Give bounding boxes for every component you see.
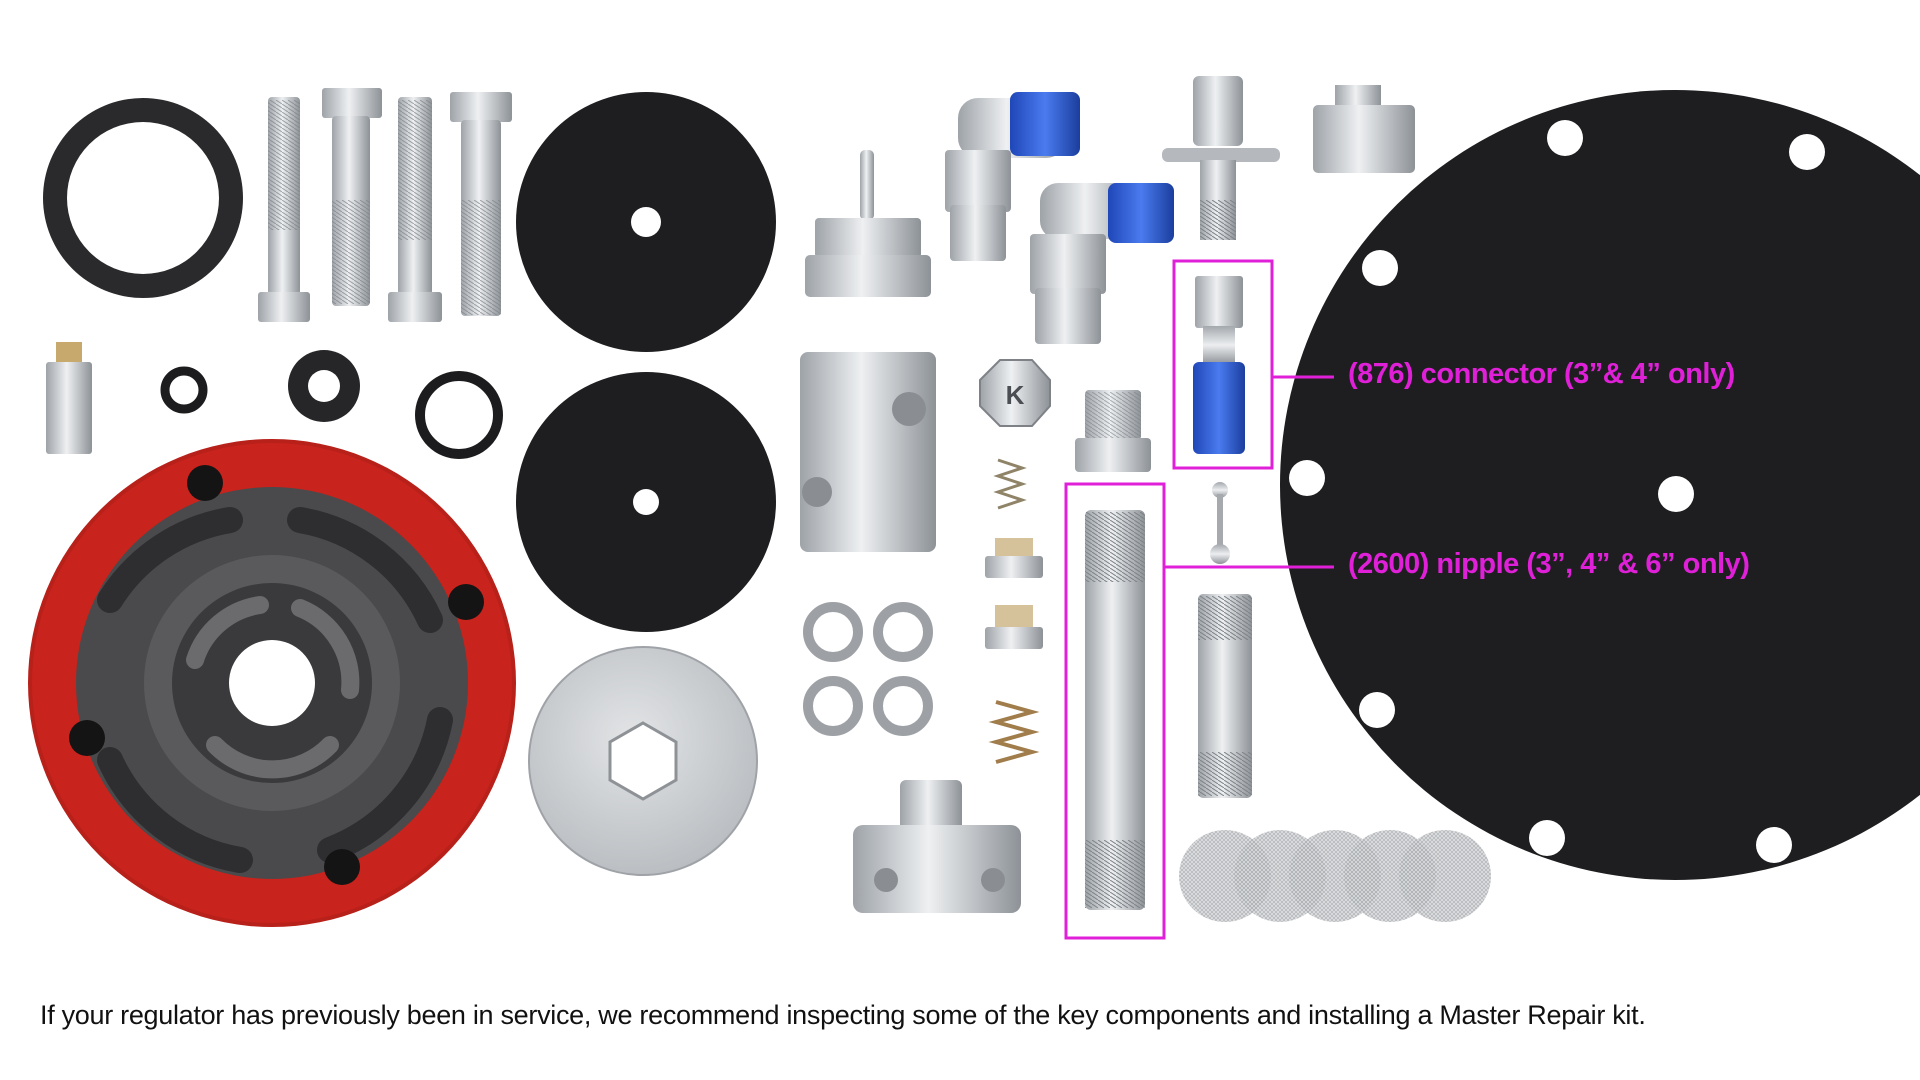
stamped-plug: K [979, 359, 1051, 427]
brass-plug-2 [985, 605, 1043, 649]
washer-rubber [288, 350, 360, 422]
callout-nipple: (2600) nipple (3”, 4” & 6” only) [1348, 548, 1750, 580]
dumbbell-pin [1210, 482, 1230, 564]
gasket-ring [43, 98, 243, 298]
stamp-letter: K [1006, 380, 1025, 410]
bolt-3 [388, 97, 442, 322]
brass-plug-1 [985, 538, 1043, 578]
callout-connector: (876) connector (3”& 4” only) [1348, 358, 1735, 390]
bolt-4 [450, 92, 512, 316]
hex-nut-fitting [1313, 85, 1415, 173]
spring-large [988, 700, 1040, 764]
hex-standoff [46, 342, 92, 454]
pipe-tee [853, 780, 1021, 913]
tee-block [800, 352, 936, 552]
main-diaphragm [1280, 90, 1920, 880]
connector-876 [1193, 276, 1245, 454]
pipe-plug-small [1075, 390, 1151, 472]
ring-washers [803, 602, 933, 736]
nipple-short [1198, 594, 1252, 798]
bolt-2 [322, 88, 382, 306]
caption: If your regulator has previously been in… [40, 1000, 1646, 1030]
diaphragm-lower [516, 372, 776, 632]
pin-plug [805, 150, 931, 297]
bolt-1 [258, 97, 310, 322]
highlight-box-nipple [1064, 482, 1166, 940]
blue-cap-elbow-1 [945, 92, 1080, 261]
blue-cap-elbow-2 [1030, 183, 1174, 344]
highlight-box-connector [1172, 259, 1274, 470]
o-ring-large [415, 371, 503, 459]
o-ring-small [160, 366, 208, 414]
nipple-2600 [1085, 510, 1145, 910]
mesh-screens [1179, 830, 1491, 922]
regulator-body [28, 439, 516, 927]
spring-small [993, 458, 1027, 510]
flange-fitting [1162, 76, 1280, 240]
diaphragm-upper [516, 92, 776, 352]
zinc-disc [528, 646, 758, 876]
